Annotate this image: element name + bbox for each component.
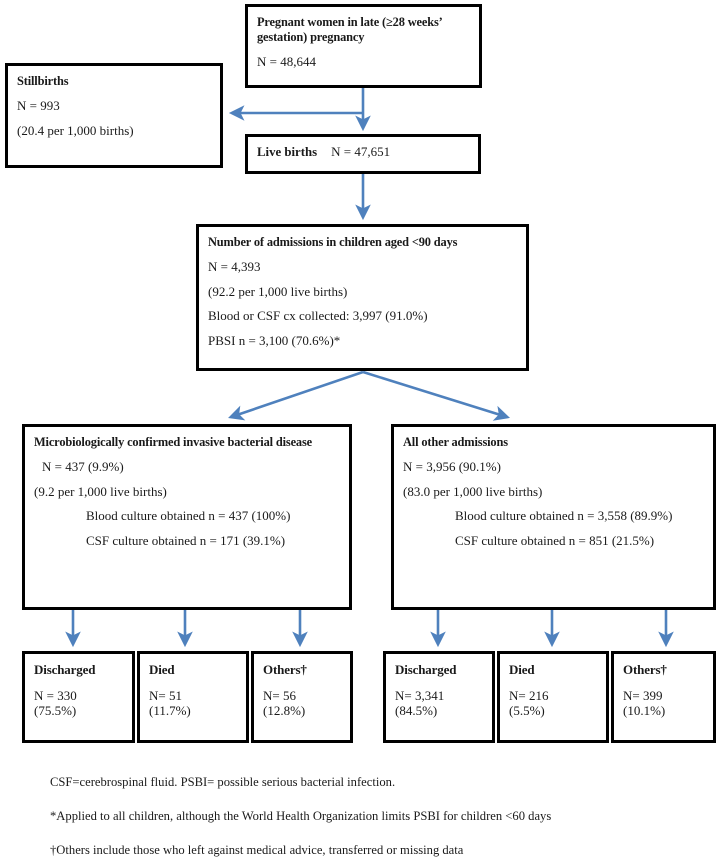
node-admissions-title: Number of admissions in children aged <9… <box>208 235 458 249</box>
connector-admissions-to-other <box>362 370 510 421</box>
outcome-pct: (12.8%) <box>263 703 306 719</box>
node-stillbirths-title: Stillbirths <box>17 74 69 88</box>
node-admissions-n: N = 4,393 <box>208 259 261 275</box>
outcome-title: Others† <box>263 662 307 677</box>
outcome-n: N= 216 <box>509 687 549 703</box>
node-live-births-title: Live births <box>257 145 318 159</box>
outcome-title: Died <box>149 662 175 677</box>
outcome-title: Others† <box>623 662 667 677</box>
outcome-pct: (84.5%) <box>395 703 438 719</box>
outcome-title: Discharged <box>34 662 96 677</box>
outcome-pct: (5.5%) <box>509 703 545 719</box>
node-stillbirths-rate: (20.4 per 1,000 births) <box>17 122 134 138</box>
node-stillbirths: Stillbirths N = 993 (20.4 per 1,000 birt… <box>5 63 223 168</box>
outcome-n: N= 399 <box>623 687 663 703</box>
outcome-title: Died <box>509 662 535 677</box>
node-admissions-pbsi: PBSI n = 3,100 (70.6%)* <box>208 332 341 348</box>
node-microbiologically-confirmed: Microbiologically confirmed invasive bac… <box>22 424 352 610</box>
outcome-micro-died: Died N= 51 (11.7%) <box>137 651 249 743</box>
outcome-n: N= 51 <box>149 687 182 703</box>
outcome-other-discharged: Discharged N= 3,341 (84.5%) <box>383 651 495 743</box>
footnote-asterisk: *Applied to all children, although the W… <box>50 809 552 824</box>
node-pregnant-title: Pregnant women in late (≥28 weeks’ gesta… <box>257 15 442 45</box>
node-micro-csf-culture: CSF culture obtained n = 171 (39.1%) <box>86 532 286 548</box>
connector-admissions-to-micro <box>228 370 364 421</box>
node-other-blood-culture: Blood culture obtained n = 3,558 (89.9%) <box>455 508 673 524</box>
node-admissions-cultures: Blood or CSF cx collected: 3,997 (91.0%) <box>208 308 428 324</box>
node-micro-title: Microbiologically confirmed invasive bac… <box>34 435 312 449</box>
node-other-rate: (83.0 per 1,000 live births) <box>403 483 543 499</box>
node-live-births-n: N = 47,651 <box>331 144 391 159</box>
node-admissions-rate: (92.2 per 1,000 live births) <box>208 283 348 299</box>
outcome-n: N= 3,341 <box>395 687 445 703</box>
node-other-title: All other admissions <box>403 435 508 449</box>
footnote-abbreviations: CSF=cerebrospinal fluid. PSBI= possible … <box>50 775 396 789</box>
outcome-pct: (11.7%) <box>149 703 191 719</box>
node-micro-blood-culture: Blood culture obtained n = 437 (100%) <box>86 508 291 524</box>
node-admissions: Number of admissions in children aged <9… <box>196 224 529 371</box>
node-micro-rate: (9.2 per 1,000 live births) <box>34 483 167 499</box>
node-other-csf-culture: CSF culture obtained n = 851 (21.5%) <box>455 532 655 548</box>
outcome-pct: (75.5%) <box>34 703 77 719</box>
node-stillbirths-n: N = 993 <box>17 98 60 114</box>
outcome-other-others: Others† N= 399 (10.1%) <box>611 651 716 743</box>
outcome-other-died: Died N= 216 (5.5%) <box>497 651 609 743</box>
footnotes: CSF=cerebrospinal fluid. PSBI= possible … <box>50 775 700 859</box>
outcome-pct: (10.1%) <box>623 703 666 719</box>
outcome-micro-others: Others† N= 56 (12.8%) <box>251 651 353 743</box>
outcome-title: Discharged <box>395 662 457 677</box>
node-all-other-admissions: All other admissions N = 3,956 (90.1%) (… <box>391 424 716 610</box>
outcome-n: N= 56 <box>263 687 296 703</box>
footnote-dagger: †Others include those who left against m… <box>50 843 464 858</box>
outcome-micro-discharged: Discharged N = 330 (75.5%) <box>22 651 135 743</box>
node-pregnant-women: Pregnant women in late (≥28 weeks’ gesta… <box>245 4 482 88</box>
node-pregnant-n: N = 48,644 <box>257 54 316 70</box>
node-live-births: Live births N = 47,651 <box>245 134 481 174</box>
outcome-n: N = 330 <box>34 687 77 703</box>
node-micro-n: N = 437 (9.9%) <box>42 459 124 475</box>
node-other-n: N = 3,956 (90.1%) <box>403 459 501 475</box>
